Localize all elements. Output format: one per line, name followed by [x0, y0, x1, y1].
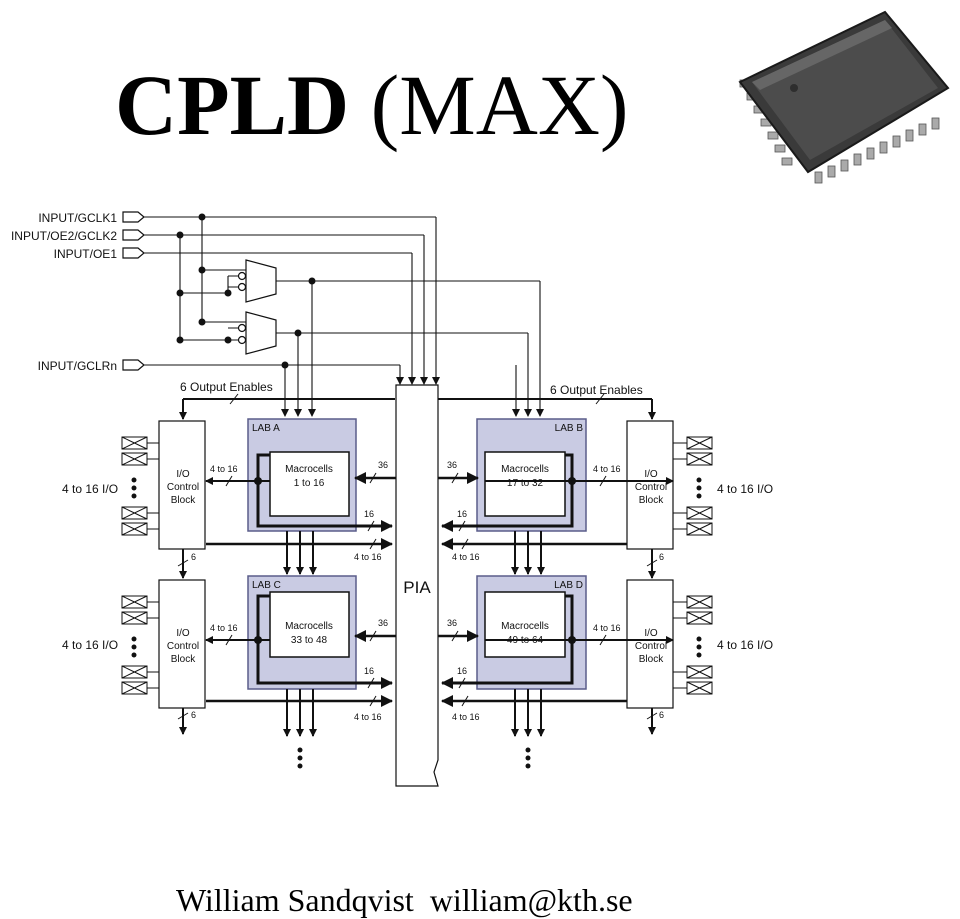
input-oe2-gclk2-label: INPUT/OE2/GCLK2	[11, 229, 117, 243]
svg-text:6: 6	[191, 552, 196, 562]
lab-c	[247, 575, 357, 690]
io-label-bl: 4 to 16 I/O	[62, 638, 118, 652]
svg-text:36: 36	[378, 618, 388, 628]
svg-text:16: 16	[364, 509, 374, 519]
lab-b-label: LAB B	[555, 423, 584, 434]
svg-text:6: 6	[191, 710, 196, 720]
chip-top-face	[752, 20, 938, 160]
lab-c-macro-range: 33 to 48	[291, 635, 328, 646]
svg-text:I/O: I/O	[644, 628, 658, 639]
svg-text:4 to 16: 4 to 16	[593, 464, 621, 474]
io-block-tr-text: I/O Control Block	[635, 469, 667, 506]
io-pin-stubs	[147, 442, 687, 689]
svg-text:Control: Control	[635, 641, 667, 652]
lab-c-macro-title: Macrocells	[285, 621, 333, 632]
lab-b	[476, 418, 587, 532]
continuation-dots	[297, 747, 531, 769]
io-block-tl-text: I/O Control Block	[167, 469, 199, 506]
svg-text:I/O: I/O	[176, 469, 190, 480]
input-gclk1-label: INPUT/GCLK1	[38, 211, 117, 225]
svg-text:6: 6	[659, 552, 664, 562]
lab-d-macro-title: Macrocells	[501, 621, 549, 632]
author-email: william@kth.se	[429, 882, 633, 918]
svg-text:Block: Block	[171, 495, 196, 506]
lab-d-label: LAB D	[554, 580, 583, 591]
mux-gates	[237, 259, 277, 355]
global-routing	[144, 216, 544, 417]
input-gclrn-label: INPUT/GCLRn	[38, 359, 117, 373]
svg-text:4 to 16: 4 to 16	[452, 712, 480, 722]
svg-text:4 to 16: 4 to 16	[452, 552, 480, 562]
pia-label: PIA	[403, 578, 431, 597]
svg-text:I/O: I/O	[176, 628, 190, 639]
svg-text:4 to 16: 4 to 16	[593, 623, 621, 633]
title-rest: (MAX)	[370, 57, 629, 153]
bus-width-slashes	[177, 472, 658, 720]
svg-text:Block: Block	[171, 654, 196, 665]
slide-footer: William Sandqvist william@kth.se	[176, 884, 633, 916]
lab-a-macro-range: 1 to 16	[294, 478, 325, 489]
svg-text:Control: Control	[167, 641, 199, 652]
io-block-br-text: I/O Control Block	[635, 628, 667, 665]
author-name: William Sandqvist	[176, 882, 414, 918]
output-enables-right-label: 6 Output Enables	[550, 383, 643, 397]
lab-a-macro-title: Macrocells	[285, 464, 333, 475]
lab-b-macro-range: 17 to 32	[507, 478, 544, 489]
svg-text:16: 16	[364, 666, 374, 676]
lab-d	[476, 575, 587, 690]
svg-text:4 to 16: 4 to 16	[354, 712, 382, 722]
lab-a-label: LAB A	[252, 423, 280, 434]
input-oe1-label: INPUT/OE1	[54, 247, 118, 261]
pia-block	[395, 384, 439, 787]
output-enables-left-label: 6 Output Enables	[180, 380, 273, 394]
lab-b-macro-title: Macrocells	[501, 464, 549, 475]
svg-text:Block: Block	[639, 495, 664, 506]
svg-text:6: 6	[659, 710, 664, 720]
chip-pins-bottom	[814, 117, 940, 184]
plcc-chip-image	[738, 10, 950, 184]
io-ellipsis-dots	[131, 477, 702, 658]
svg-text:Block: Block	[639, 654, 664, 665]
svg-text:4 to 16: 4 to 16	[354, 552, 382, 562]
svg-text:36: 36	[378, 460, 388, 470]
io-label-tr: 4 to 16 I/O	[717, 482, 773, 496]
io-label-br: 4 to 16 I/O	[717, 638, 773, 652]
svg-text:4 to 16: 4 to 16	[210, 623, 238, 633]
junction-dots	[176, 213, 316, 369]
title-bold: CPLD	[115, 57, 350, 153]
io-block-bl-text: I/O Control Block	[167, 628, 199, 665]
svg-text:4 to 16: 4 to 16	[210, 464, 238, 474]
svg-text:Control: Control	[635, 482, 667, 493]
bus-junction-dots	[254, 477, 576, 644]
svg-text:16: 16	[457, 509, 467, 519]
svg-text:36: 36	[447, 618, 457, 628]
svg-text:36: 36	[447, 460, 457, 470]
io-control-blocks	[158, 420, 674, 709]
lab-c-label: LAB C	[252, 580, 281, 591]
slide-title: CPLD (MAX)	[115, 62, 629, 148]
svg-text:16: 16	[457, 666, 467, 676]
io-labels: 4 to 16 I/O 4 to 16 I/O 4 to 16 I/O 4 to…	[62, 482, 773, 652]
bus-width-labels: 4 to 16 4 to 16 36 36 16 16 4 to 16 4 to…	[191, 460, 664, 722]
svg-text:Control: Control	[167, 482, 199, 493]
output-enable-buses	[179, 393, 656, 420]
input-pins: INPUT/GCLK1 INPUT/OE2/GCLK2 INPUT/OE1 IN…	[11, 211, 145, 373]
io-label-tl: 4 to 16 I/O	[62, 482, 118, 496]
lab-a	[247, 418, 357, 532]
lab-wiring-top	[179, 453, 674, 579]
svg-text:I/O: I/O	[644, 469, 658, 480]
